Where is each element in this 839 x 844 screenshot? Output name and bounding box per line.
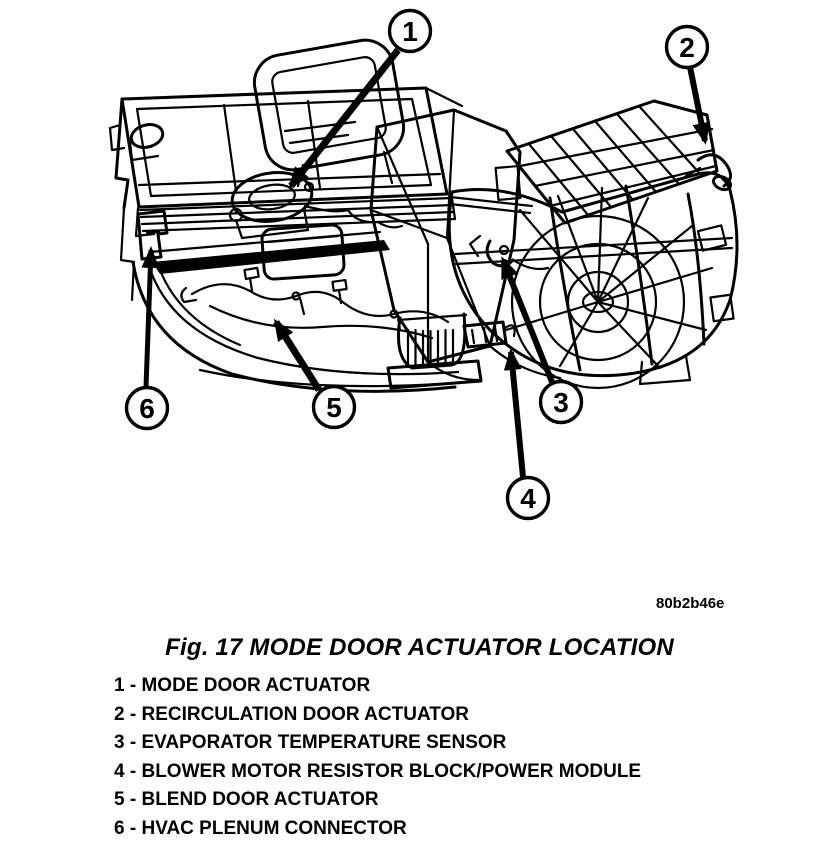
callout-badge-3: 3	[538, 379, 584, 425]
figure-caption: Fig. 17 MODE DOOR ACTUATOR LOCATION	[165, 634, 674, 661]
air-inlet-lid	[108, 86, 464, 209]
callout-badge-5: 5	[311, 384, 357, 430]
recirculation-grid	[505, 99, 719, 225]
callout-arrow-5	[273, 318, 322, 392]
legend-number: 4	[114, 760, 125, 782]
callout-badge-6: 6	[124, 385, 170, 431]
legend-separator: -	[124, 703, 142, 725]
legend-item: 3 - EVAPORATOR TEMPERATURE SENSOR	[114, 729, 814, 758]
callout-number-3: 3	[553, 387, 569, 418]
callout-number-1: 1	[402, 16, 418, 47]
legend-label: BLOWER MOTOR RESISTOR BLOCK/POWER MODULE	[141, 760, 642, 782]
callout-number-4: 4	[520, 483, 536, 514]
legend-label: RECIRCULATION DOOR ACTUATOR	[141, 703, 470, 725]
callout-arrow-1	[288, 47, 401, 190]
legend-number: 6	[114, 817, 125, 839]
legend-item: 4 - BLOWER MOTOR RESISTOR BLOCK/POWER MO…	[114, 758, 814, 787]
blower-housing	[447, 153, 739, 390]
hvac-assembly-diagram: 1 2 3 4 5 6 80b2b46e	[108, 8, 739, 612]
legend-label: EVAPORATOR TEMPERATURE SENSOR	[141, 732, 507, 754]
core-edge-band	[148, 230, 390, 274]
callout-number-2: 2	[679, 32, 695, 63]
resistor-block-part	[386, 312, 516, 390]
legend-separator: -	[124, 789, 142, 811]
legend-separator: -	[124, 732, 142, 754]
legend-item: 2 - RECIRCULATION DOOR ACTUATOR	[114, 701, 814, 730]
hvac-plenum-connector-part	[114, 97, 169, 302]
legend-separator: -	[124, 675, 142, 696]
legend-number: 5	[114, 789, 125, 811]
wiring-harness	[180, 266, 450, 340]
callout-arrow-6	[141, 246, 160, 388]
figure-legend: 1 - MODE DOOR ACTUATOR 2 - RECIRCULATION…	[114, 672, 814, 844]
callout-number-5: 5	[326, 392, 342, 423]
callout-badge-1: 1	[387, 8, 433, 54]
inlet-slats	[134, 195, 534, 238]
legend-label: MODE DOOR ACTUATOR	[141, 675, 371, 696]
legend-item: 5 - BLEND DOOR ACTUATOR	[114, 786, 814, 815]
legend-number: 1	[114, 675, 125, 696]
defroster-outlet	[252, 38, 406, 188]
plenum-recess-panel	[260, 223, 346, 281]
callout-badge-4: 4	[505, 475, 551, 521]
callout-number-6: 6	[139, 393, 155, 424]
legend-separator: -	[124, 817, 142, 839]
legend-item: 6 - HVAC PLENUM CONNECTOR	[114, 815, 814, 844]
callout-arrow-3	[500, 256, 555, 384]
legend-number: 3	[114, 732, 125, 754]
callout-arrow-4	[503, 348, 526, 478]
legend-separator: -	[124, 760, 142, 782]
legend-label: BLEND DOOR ACTUATOR	[141, 789, 379, 811]
legend-item: 1 - MODE DOOR ACTUATOR	[114, 672, 814, 701]
callout-arrow-2	[687, 66, 711, 145]
drawing-code: 80b2b46e	[656, 595, 724, 612]
callout-badge-2: 2	[664, 24, 710, 70]
legend-number: 2	[114, 703, 125, 725]
mode-door-actuator-part	[228, 171, 404, 240]
legend-label: HVAC PLENUM CONNECTOR	[141, 817, 407, 839]
